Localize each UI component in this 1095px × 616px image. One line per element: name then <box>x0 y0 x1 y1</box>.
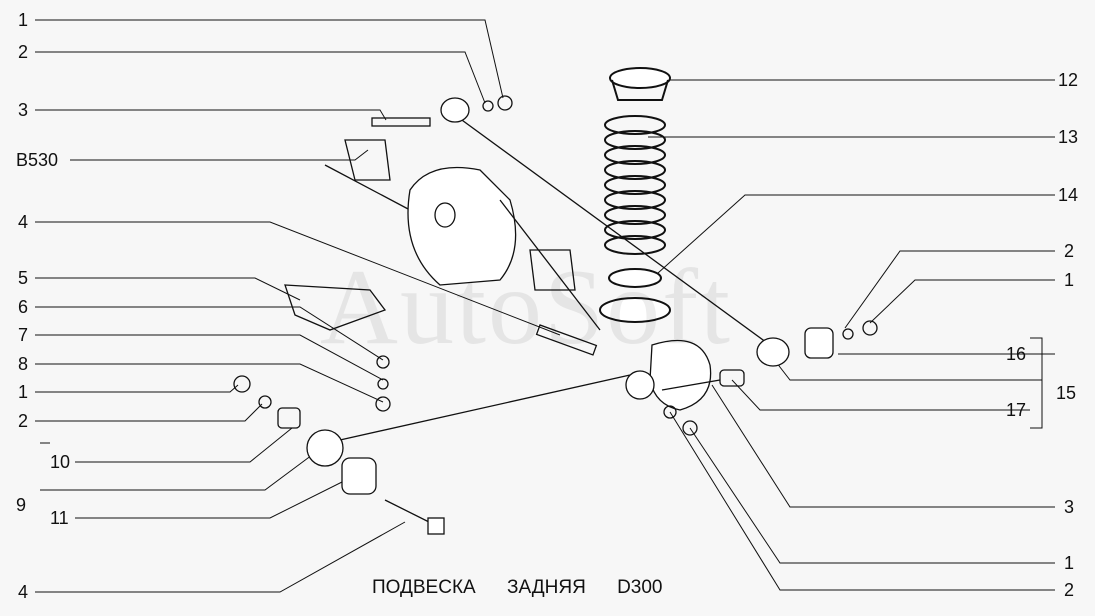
callout-1c: 1 <box>1064 270 1075 290</box>
watermark: AutoSoft <box>320 248 733 367</box>
callout-4: 4 <box>18 212 29 232</box>
title-part-2: ЗАДНЯЯ <box>506 577 586 598</box>
callout-7: 7 <box>18 325 29 345</box>
callout-1d: 1 <box>1064 553 1075 573</box>
diagram-title: ПОДВЕСКА ЗАДНЯЯ D300 <box>372 577 689 599</box>
callout-10: 10 <box>50 452 71 472</box>
callout-2: 2 <box>18 42 29 62</box>
callout-4b: 4 <box>18 582 29 602</box>
callout-15: 15 <box>1056 383 1077 403</box>
callout-5: 5 <box>18 268 29 288</box>
upper-control-arm <box>371 95 790 367</box>
callout-1b: 1 <box>18 382 29 402</box>
callout-3: 3 <box>18 100 29 120</box>
callout-13: 13 <box>1058 127 1079 147</box>
callout-17: 17 <box>1006 400 1027 420</box>
callout-2d: 2 <box>1064 580 1075 600</box>
title-part-1: ПОДВЕСКА <box>372 577 476 598</box>
callout-2c: 2 <box>1064 241 1075 261</box>
callout-1: 1 <box>18 10 29 30</box>
title-part-3: D300 <box>617 577 663 598</box>
lower-control-arm <box>233 320 878 535</box>
callout-8: 8 <box>18 354 29 374</box>
callout-11: 11 <box>50 508 69 528</box>
leader-lines <box>35 19 1055 593</box>
callout-3b: 3 <box>1064 497 1075 517</box>
callout-12: 12 <box>1058 70 1079 90</box>
callout-2b: 2 <box>18 411 29 431</box>
callout-6: 6 <box>18 297 29 317</box>
callout-16: 16 <box>1006 344 1027 364</box>
callout-b530: B530 <box>16 150 59 170</box>
callout-9: 9 <box>16 495 27 515</box>
coil-spring <box>599 67 671 323</box>
callout-14: 14 <box>1058 185 1079 205</box>
rear-axle-housing <box>284 139 712 411</box>
